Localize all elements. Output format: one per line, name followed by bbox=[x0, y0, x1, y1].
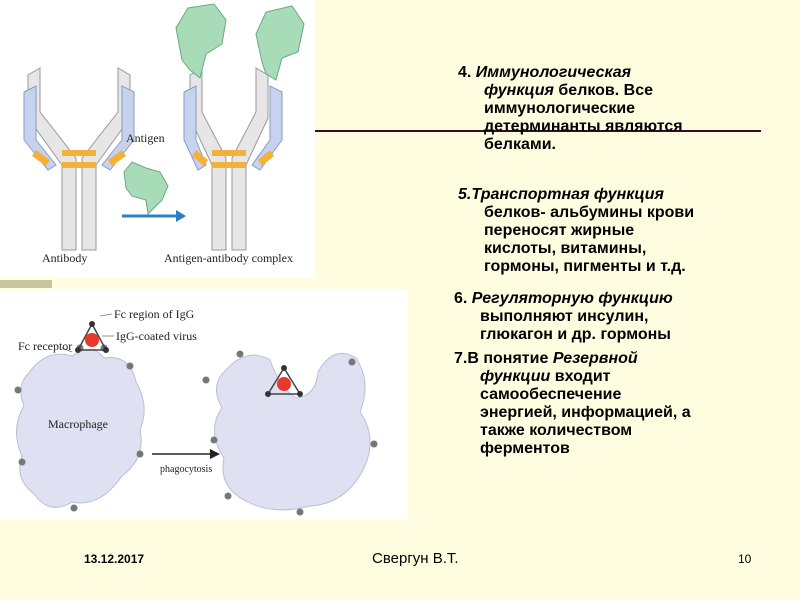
term-immunological-part2: функция bbox=[484, 82, 554, 99]
term-regulatory: Регуляторную функцию bbox=[471, 290, 673, 307]
antibody-complex-diagram bbox=[175, 3, 305, 251]
term-transport: 5.Транспортная функция bbox=[458, 186, 664, 203]
paragraph-regulatory: 6. Регуляторную функцию выполняют инсули… bbox=[454, 290, 673, 343]
paragraph-transport: 5.Транспортная функция белков- альбумины… bbox=[458, 186, 695, 275]
paragraph-immunological: 4. Иммунологическая функция белков. Все … bbox=[458, 64, 683, 153]
paragraph-reserve: 7.В понятие Резервной функции входит сам… bbox=[454, 350, 691, 457]
virus-label: IgG-coated virus bbox=[116, 329, 197, 343]
footer-page-number: 10 bbox=[738, 552, 752, 566]
term-function: функции bbox=[480, 368, 551, 385]
fc-receptor-label: Fc receptor bbox=[18, 339, 72, 353]
macrophage-right-cell bbox=[202, 350, 378, 516]
term-immunological-part1: Иммунологическая bbox=[475, 64, 632, 81]
title-underline bbox=[315, 130, 761, 132]
phagocytosis-label: phagocytosis bbox=[160, 464, 212, 475]
fc-region-label: Fc region of IgG bbox=[114, 307, 195, 321]
phagocytosis-figure: Fc region of IgG IgG-coated virus Fc rec… bbox=[0, 290, 408, 520]
footer-author: Свергун В.Т. bbox=[372, 550, 459, 567]
antibody-left-diagram bbox=[23, 67, 135, 251]
divider-strip bbox=[0, 280, 52, 288]
arrow-right-icon bbox=[152, 449, 220, 459]
complex-label: Antigen-antibody complex bbox=[164, 251, 293, 265]
arrow-right-icon bbox=[122, 210, 186, 222]
virus-icon-left bbox=[75, 321, 109, 353]
antibody-label: Antibody bbox=[42, 251, 87, 265]
macrophage-label: Macrophage bbox=[48, 417, 108, 431]
antigen-label: Antigen bbox=[126, 131, 165, 145]
term-reserve: Резервной bbox=[552, 350, 638, 367]
free-antigen-shape bbox=[123, 161, 169, 216]
virus-icon-engulfed bbox=[265, 365, 303, 397]
antibody-antigen-figure: Antibody Antigen Antigen-antibody comple… bbox=[0, 0, 315, 278]
footer-date: 13.12.2017 bbox=[84, 552, 145, 566]
